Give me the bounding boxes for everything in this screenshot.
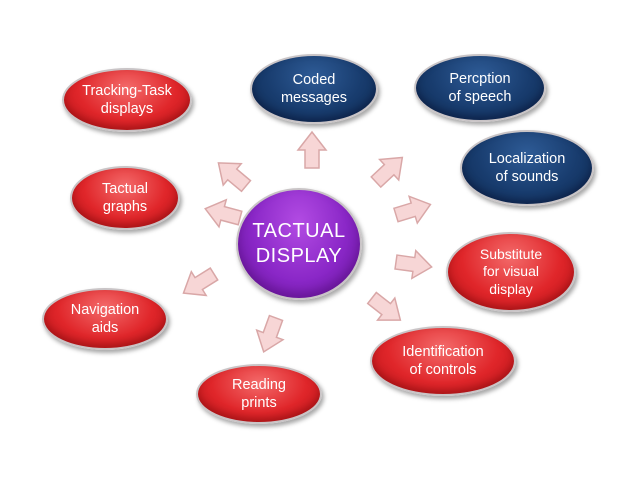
arrow-to-localization-sounds [391,190,436,230]
node-navigation-aids: Navigation aids [42,288,168,350]
node-label: Substitute for visual display [479,245,543,297]
arrow-to-perception-speech [365,146,413,193]
node-coded-messages: Coded messages [250,54,378,124]
arrow-to-navigation-aids [175,261,223,306]
node-localization-of-sounds: Localization of sounds [460,130,594,206]
arrow-to-coded-messages [297,131,327,169]
node-label: Coded messages [280,71,348,106]
node-label: Tracking-Task displays [82,82,172,117]
node-reading-prints: Reading prints [196,364,322,424]
node-substitute-for-visual-display: Substitute for visual display [446,232,576,312]
node-label: Navigation aids [70,301,140,336]
arrow-to-tracking-task [208,151,256,198]
node-label: Localization of sounds [488,150,566,185]
node-tracking-task-displays: Tracking-Task displays [62,68,192,132]
node-label: Reading prints [231,376,286,411]
arrow-to-substitute-visual [393,247,435,282]
node-label: Identification of controls [402,343,484,378]
arrow-to-tactual-graphs [200,194,245,233]
node-tactual-graphs: Tactual graphs [70,166,180,230]
arrow-to-identification-controls [362,286,410,332]
center-node-tactual-display: TACTUAL DISPLAY [236,188,362,300]
node-perception-of-speech: Percption of speech [414,54,546,122]
node-identification-of-controls: Identification of controls [370,326,516,396]
node-label: Tactual graphs [102,180,148,215]
center-node-label: TACTUAL DISPLAY [252,220,346,267]
node-label: Percption of speech [448,70,512,105]
arrow-to-reading-prints [249,312,290,358]
